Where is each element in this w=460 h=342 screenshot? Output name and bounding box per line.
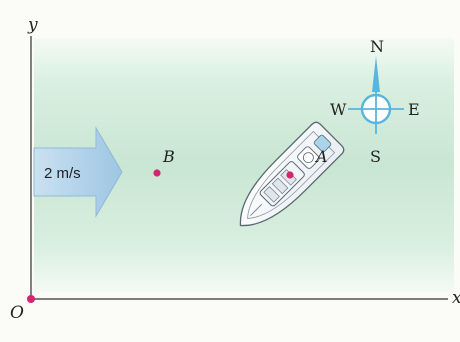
- compass-north-needle: [372, 56, 380, 92]
- point-a-label: A: [314, 147, 328, 166]
- compass-north-label: N: [370, 37, 384, 56]
- compass-west-label: W: [330, 100, 347, 119]
- point-a-marker: [286, 171, 294, 179]
- current-speed-label: 2 m/s: [44, 165, 81, 182]
- x-axis-label: x: [452, 288, 460, 308]
- origin-label: O: [10, 303, 24, 323]
- compass-rose: [348, 56, 404, 134]
- y-axis-label: y: [27, 15, 38, 35]
- compass-south-label: S: [370, 147, 381, 166]
- current-arrow: [33, 126, 123, 218]
- compass-east-label: E: [408, 100, 420, 119]
- point-b-label: B: [162, 147, 175, 166]
- origin-point: [27, 295, 35, 303]
- point-b-marker: [153, 169, 161, 177]
